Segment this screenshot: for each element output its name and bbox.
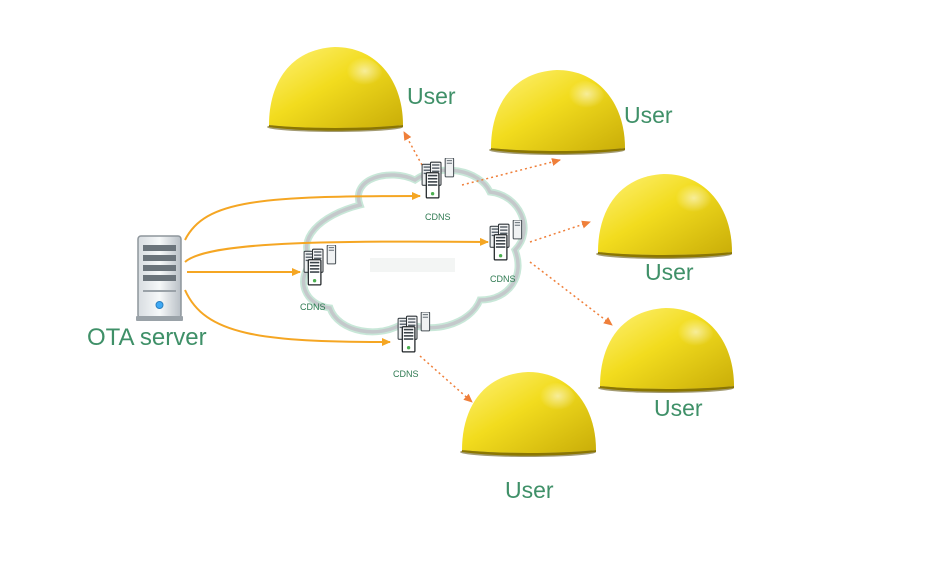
cloud-network-shape — [300, 166, 528, 336]
ota-server: OTA server — [87, 235, 207, 351]
arrow-cdns-top-to-user-2 — [461, 158, 561, 186]
user-label: User — [407, 83, 456, 109]
arrow-server-to-cdns-bottom — [184, 289, 391, 346]
user-3: User — [596, 174, 732, 285]
arrow-server-to-cdns-top — [184, 192, 421, 241]
cdns-label: CDNS — [300, 302, 326, 312]
user-5: User — [460, 372, 596, 503]
ota-server-label: OTA server — [87, 324, 207, 351]
user-label: User — [505, 477, 554, 503]
arrow-server-to-cdns-right — [184, 237, 489, 263]
cdns-label: CDNS — [393, 369, 419, 379]
helmet-icon — [598, 308, 734, 393]
helmet-icon — [489, 70, 625, 155]
helmet-icon — [267, 47, 403, 132]
user-label: User — [624, 102, 673, 128]
user-1: User — [267, 47, 456, 132]
arrow-cdns-right-to-user-4 — [529, 261, 613, 326]
server-to-cdns-arrows — [184, 192, 489, 346]
arrow-cdns-top-to-user-1 — [403, 131, 423, 166]
cdns-label: CDNS — [425, 212, 451, 222]
user-4: User — [598, 308, 734, 421]
cdns-server-cluster-icon — [397, 312, 431, 353]
cdns-node-right: CDNS — [489, 220, 523, 284]
helmet-icon — [460, 372, 596, 457]
user-2: User — [489, 70, 673, 155]
arrow-cdns-right-to-user-3 — [529, 220, 591, 243]
cdns-server-cluster-icon — [303, 245, 337, 286]
arrow-cdns-bottom-to-user-5 — [419, 355, 473, 403]
cdns-to-user-arrows — [403, 131, 613, 403]
cdns-node-left: CDNS — [300, 245, 337, 312]
cdns-label: CDNS — [490, 274, 516, 284]
user-label: User — [654, 395, 703, 421]
server-tower-icon — [136, 235, 183, 321]
user-label: User — [645, 259, 694, 285]
cdns-server-cluster-icon — [421, 158, 455, 199]
helmet-icon — [596, 174, 732, 259]
cdns-node-top: CDNS — [421, 158, 455, 222]
cdns-node-bottom: CDNS — [393, 312, 431, 379]
